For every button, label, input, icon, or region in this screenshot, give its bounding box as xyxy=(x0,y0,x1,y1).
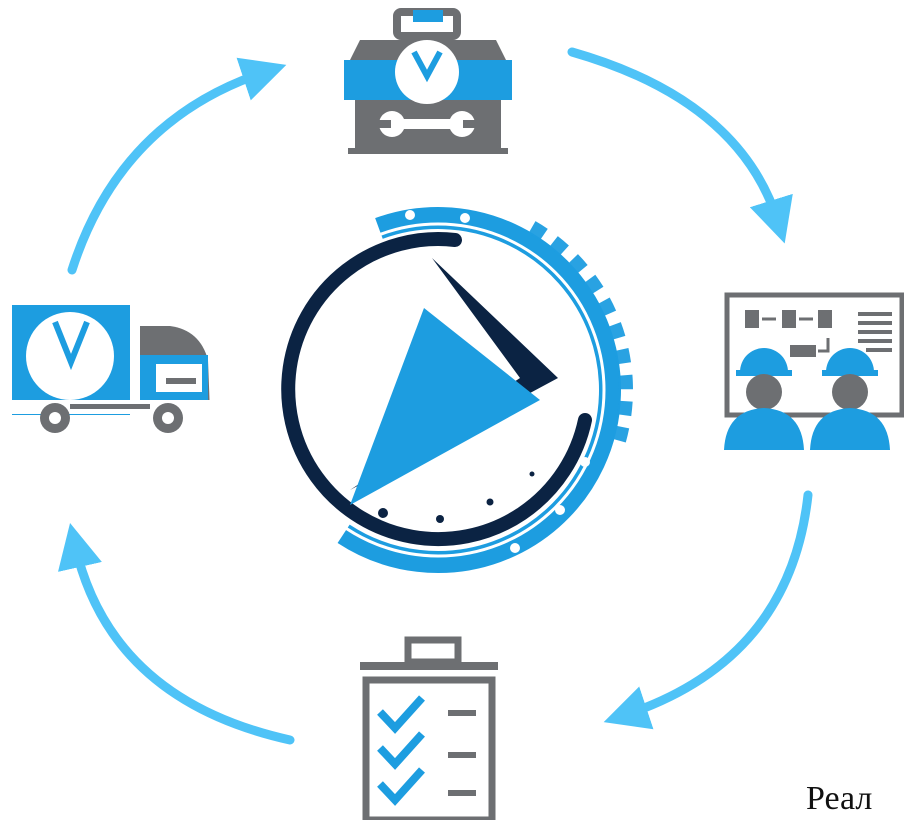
cycle-arrow-bottom-left xyxy=(58,523,295,745)
cycle-arrow-bottom-right xyxy=(603,490,813,730)
cycle-arrow-top-right xyxy=(567,47,793,244)
toolbox-icon xyxy=(344,8,512,154)
caption-text: Реал xyxy=(806,780,873,817)
delivery-truck-icon xyxy=(12,305,210,433)
engineers-planning-board-icon xyxy=(724,292,904,450)
checklist-clipboard-icon xyxy=(360,636,498,820)
logo-emblem xyxy=(242,194,633,585)
cycle-arrow-top-left xyxy=(67,57,287,275)
